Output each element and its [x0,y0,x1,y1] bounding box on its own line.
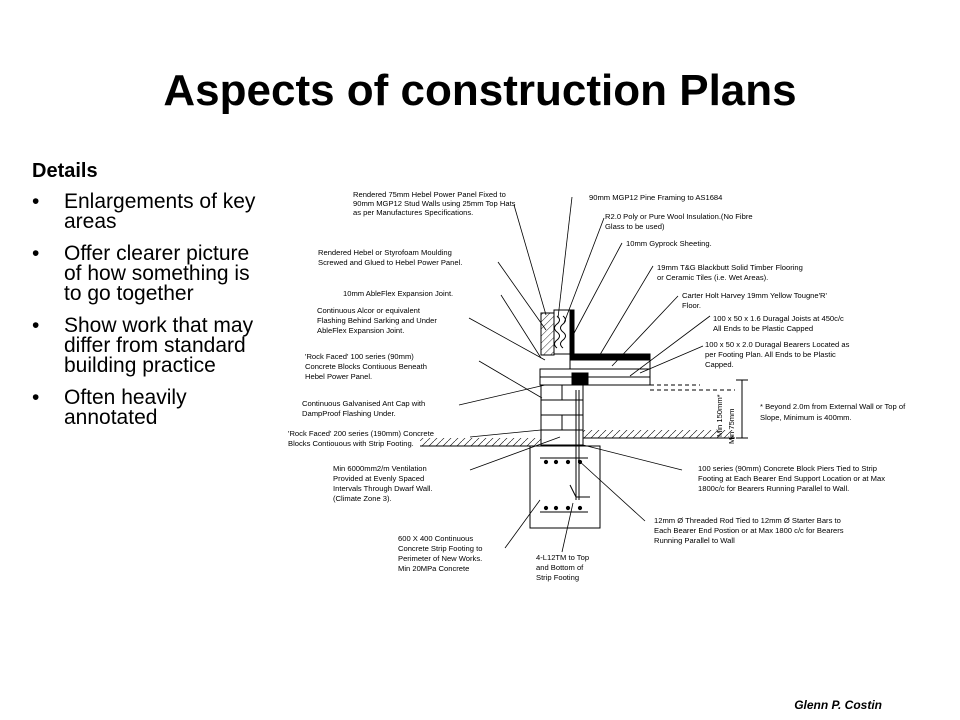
dimension-min-75: Min 75mm [727,409,736,444]
annotation-line: 100 x 50 x 2.0 Duragal Bearers Located a… [705,340,850,349]
bullet-item: • Often heavily annotated [32,386,268,429]
annotation-line: per Footing Plan. All Ends to be Plastic [705,350,836,359]
annotation-expansion-joint: 10mm AbleFlex Expansion Joint. [343,289,453,298]
annotation-line: Slope, Minimum is 400mm. [760,413,852,422]
annotation-gyprock: 10mm Gyprock Sheeting. [626,239,712,248]
annotation-yellow-tongue: Carter Holt Harvey 19mm Yellow Tougne'R'… [682,291,828,310]
bullet-text: Enlargements of key areas [64,190,256,233]
annotation-line: and Bottom of [536,563,584,572]
annotation-line: 100 series (90mm) Concrete Block Piers T… [698,464,877,473]
dimension-min-150: Min 150mm* [715,394,724,437]
bullet-marker: • [32,190,40,213]
annotation-200-series-blocks: 'Rock Faced' 200 series (190mm) Concrete… [288,429,434,448]
annotation-line: DampProof Flashing Under. [302,409,396,418]
annotation-line: All Ends to be Plastic Capped [713,324,813,333]
annotation-line: Min 6000mm2/m Ventilation [333,464,427,473]
annotation-line: Concrete Strip Footing to [398,544,482,553]
annotation-line: Footing at Each Bearer End Support Locat… [698,474,885,483]
annotation-line: Flashing Behind Sarking and Under [317,316,437,325]
bullet-item: • Enlargements of key areas [32,190,268,233]
annotation-line: R2.0 Poly or Pure Wool Insulation.(No Fi… [605,212,753,221]
bullet-text: Often heavily annotated [64,386,187,429]
annotation-line: Each Bearer End Postion or at Max 1800 c… [654,526,844,535]
annotation-line: 100 x 50 x 1.6 Duragal Joists at 450c/c [713,314,844,323]
annotation-line: 600 X 400 Continuous [398,534,473,543]
annotation-line: Min 20MPa Concrete [398,564,469,573]
annotation-line: 19mm T&G Blackbutt Solid Timber Flooring [657,263,803,272]
annotation-line: as per Manufactures Specifications. [353,208,473,217]
annotation-line: 4-L12TM to Top [536,553,589,562]
annotation-line: Rendered 75mm Hebel Power Panel Fixed to [353,190,506,199]
section-outline [420,309,748,529]
annotation-line: Intervals Through Dwarf Wall. [333,484,433,493]
annotation-line: 12mm Ø Threaded Rod Tied to 12mm Ø Start… [654,516,841,525]
annotation-line: Rendered Hebel or Styrofoam Moulding [318,248,452,257]
annotation-pine-framing: 90mm MGP12 Pine Framing to AS1684 [589,193,722,202]
dimension-labels: Min 150mm* Min 75mm [715,394,736,444]
annotation-line: Running Parallel to Wall [654,536,735,545]
annotation-line: Carter Holt Harvey 19mm Yellow Tougne'R' [682,291,828,300]
annotation-threaded-rod: 12mm Ø Threaded Rod Tied to 12mm Ø Start… [654,516,844,545]
bullet-list: • Enlargements of key areas • Offer cleare… [32,190,268,440]
annotation-line: Blocks Contiouous with Strip Footing. [288,439,414,448]
annotation-line: 'Rock Faced' 200 series (190mm) Concrete [288,429,434,438]
annotation-timber-flooring: 19mm T&G Blackbutt Solid Timber Flooring… [657,263,803,282]
annotation-line: Hebel Power Panel. [305,372,372,381]
annotation-line: 1800c/c for Bearers Running Parallel to … [698,484,849,493]
annotations-left: Rendered 75mm Hebel Power Panel Fixed to… [288,190,589,582]
annotation-hebel-panel: Rendered 75mm Hebel Power Panel Fixed to… [353,190,516,217]
annotation-line: Perimeter of New Works. [398,554,482,563]
slide-title: Aspects of construction Plans [163,66,797,115]
bullet-item: • Offer clearer picture of how something … [32,242,268,305]
annotation-line: Screwed and Glued to Hebel Power Panel. [318,258,462,267]
section-heading: Details [32,160,98,182]
bullet-text: Offer clearer picture of how something i… [64,242,250,305]
annotation-line: Floor. [682,301,701,310]
annotation-line: 'Rock Faced' 100 series (90mm) [305,352,414,361]
annotation-line: AbleFlex Expansion Joint. [317,326,404,335]
annotation-line: * Beyond 2.0m from External Wall or Top … [760,402,906,411]
annotation-line: 90mm MGP12 Pine Framing to AS1684 [589,193,722,202]
annotation-line: Glass to be used) [605,222,665,231]
annotation-line: or Ceramic Tiles (i.e. Wet Areas). [657,273,768,282]
annotation-line: (Climate Zone 3). [333,494,392,503]
leader-lines [458,196,711,553]
annotation-line: Continuous Alcor or equivalent [317,306,421,315]
annotation-line: Capped. [705,360,734,369]
annotation-line: Provided at Evenly Spaced [333,474,424,483]
bullet-marker: • [32,314,40,337]
bullet-marker: • [32,386,40,409]
author-credit: Glenn P. Costin [794,698,882,712]
annotation-line: Continuous Galvanised Ant Cap with [302,399,425,408]
bullet-marker: • [32,242,40,265]
annotations-right: 90mm MGP12 Pine Framing to AS1684 R2.0 P… [589,193,906,545]
annotation-beyond-2m: * Beyond 2.0m from External Wall or Top … [760,402,906,422]
annotation-insulation: R2.0 Poly or Pure Wool Insulation.(No Fi… [605,212,753,231]
bullet-item: • Show work that may differ from standard… [32,314,268,377]
annotation-line: 10mm AbleFlex Expansion Joint. [343,289,453,298]
annotation-block-piers: 100 series (90mm) Concrete Block Piers T… [698,464,885,493]
annotation-line: Strip Footing [536,573,579,582]
annotation-100-series-blocks: 'Rock Faced' 100 series (90mm)Concrete B… [305,352,427,381]
annotation-duragal-bearers: 100 x 50 x 2.0 Duragal Bearers Located a… [705,340,850,369]
annotation-line: Concrete Blocks Contiuous Beneath [305,362,427,371]
annotation-line: 90mm MGP12 Stud Walls using 25mm Top Hat… [353,199,516,208]
annotation-line: 10mm Gyprock Sheeting. [626,239,712,248]
bullet-text: Show work that may differ from standard … [64,314,254,377]
